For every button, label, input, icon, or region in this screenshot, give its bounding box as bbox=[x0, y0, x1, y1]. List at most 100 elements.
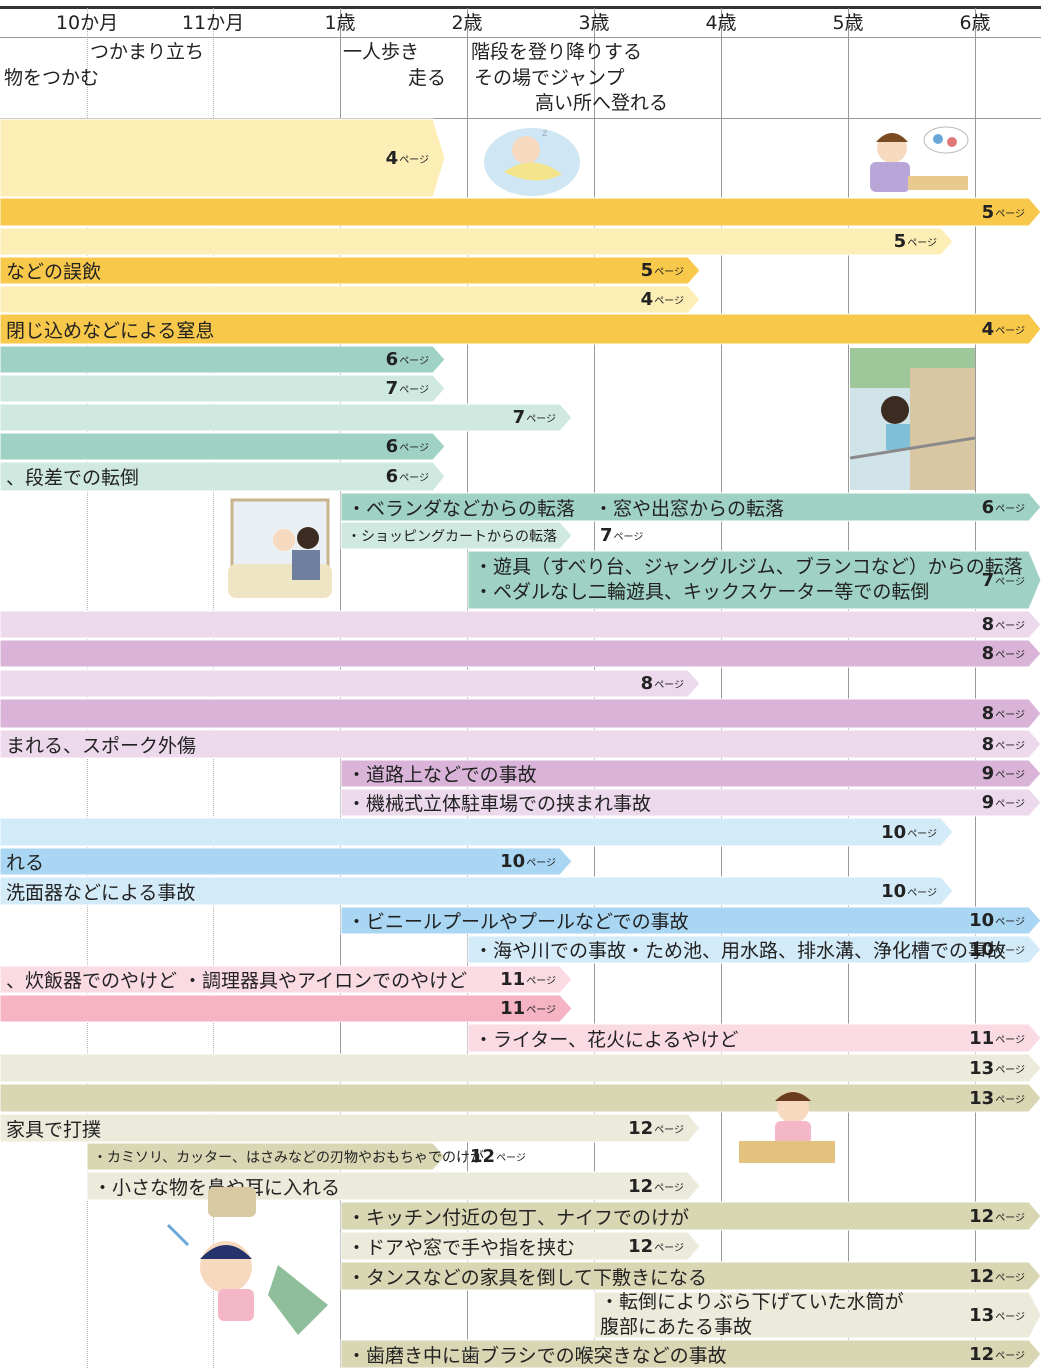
page-number: 8 bbox=[981, 614, 995, 635]
milestone-text: その場でジャンプ bbox=[474, 67, 625, 89]
page-unit: ページ bbox=[526, 976, 556, 987]
page-number: 5 bbox=[981, 201, 995, 223]
page-unit: ページ bbox=[995, 1034, 1025, 1046]
grid-line-6y bbox=[975, 8, 976, 1368]
page-number: 9 bbox=[981, 792, 995, 813]
bar-arrow-shape bbox=[0, 876, 954, 906]
page-unit: ページ bbox=[613, 532, 644, 543]
page-number: 6 bbox=[385, 436, 399, 457]
page-unit: ページ bbox=[399, 443, 429, 454]
page-number: 8 bbox=[640, 673, 654, 694]
bar-label: ・海や川での事故・ため池、用水路、排水溝、浄化槽での事故 bbox=[474, 940, 1007, 962]
page-unit: ページ bbox=[995, 1094, 1025, 1106]
bar-arrow-shape bbox=[0, 285, 701, 314]
bar-arrow-shape bbox=[0, 639, 1041, 668]
bar-arrow-shape bbox=[467, 935, 1041, 964]
page-unit: ページ bbox=[654, 1182, 684, 1194]
age-label: 2歳 bbox=[451, 12, 483, 34]
page-number: 4 bbox=[385, 147, 399, 169]
bar-label: ・ライター、花火によるやけど bbox=[474, 1028, 739, 1051]
page-number: 8 bbox=[981, 703, 995, 724]
age-label: 4歳 bbox=[705, 12, 737, 34]
bar-arrow-shape bbox=[0, 313, 1041, 345]
page-number: 10 bbox=[881, 821, 907, 843]
age-label: 1歳 bbox=[324, 12, 356, 34]
page-number: 12 bbox=[969, 1265, 995, 1287]
page-unit: ページ bbox=[907, 887, 937, 899]
page-unit: ページ bbox=[995, 1350, 1025, 1362]
page-unit: ページ bbox=[995, 710, 1025, 721]
window-family-illustration bbox=[228, 498, 332, 598]
page-unit: ページ bbox=[995, 799, 1025, 810]
child-at-table-illustration bbox=[870, 126, 969, 192]
page-number: 10 bbox=[969, 939, 995, 960]
bar-arrow-shape bbox=[0, 729, 1041, 759]
page-unit: ページ bbox=[399, 385, 429, 396]
page-unit: ページ bbox=[907, 238, 937, 249]
bar-arrow-shape bbox=[0, 374, 446, 403]
bar-label: ・ビニールプールやプールなどでの事故 bbox=[347, 911, 689, 933]
page-number: 5 bbox=[893, 231, 907, 252]
bar-arrow-shape bbox=[0, 1113, 701, 1143]
page-number: 4 bbox=[640, 289, 654, 310]
page-unit: ページ bbox=[995, 1272, 1025, 1284]
header-rule bbox=[0, 6, 1041, 9]
page-number: 4 bbox=[981, 318, 995, 340]
milestone-text: 階段を登り降りする bbox=[471, 41, 643, 63]
bar-label: れる bbox=[6, 852, 45, 874]
bar-label: ・転倒によりぶら下げていた水筒が腹部にあたる事故 bbox=[600, 1291, 904, 1338]
bar-label: ・道路上などでの事故 bbox=[347, 764, 537, 786]
bar-arrow-shape bbox=[0, 403, 573, 432]
page-number: 12 bbox=[470, 1146, 496, 1167]
child-playing-illustration bbox=[739, 1091, 835, 1163]
bar-arrow-shape bbox=[467, 550, 1041, 610]
milestone-text: 一人歩き bbox=[343, 41, 420, 63]
grid-line-4y bbox=[721, 8, 722, 1368]
bar-arrow-shape bbox=[340, 759, 1041, 788]
page-unit: ページ bbox=[654, 296, 684, 307]
page-number: 12 bbox=[969, 1343, 995, 1365]
page-number: 7 bbox=[600, 525, 613, 546]
bar-arrow-shape bbox=[0, 197, 1041, 227]
bar-label-line: 腹部にあたる事故 bbox=[600, 1316, 753, 1338]
bar-label: 家具で打撲 bbox=[6, 1118, 102, 1141]
page-unit: ページ bbox=[654, 267, 684, 278]
bar-label: などの誤飲 bbox=[6, 261, 102, 283]
bar-arrow-shape bbox=[340, 1261, 1041, 1291]
bar-arrow-shape bbox=[340, 906, 1041, 935]
bar-arrow-shape bbox=[340, 1201, 1041, 1231]
page-unit: ページ bbox=[995, 325, 1025, 337]
bar-label: 、段差での転倒 bbox=[6, 467, 140, 489]
page-unit: ページ bbox=[995, 770, 1025, 781]
bar-arrow-shape bbox=[0, 1083, 1041, 1113]
page-number: 12 bbox=[628, 1235, 654, 1257]
bar-label: ・ベランダなどからの転落 ・窓や出窓からの転落 bbox=[347, 497, 785, 520]
page-number: 7 bbox=[385, 378, 399, 399]
page-unit: ページ bbox=[399, 154, 429, 166]
page-number: 13 bbox=[969, 1057, 995, 1079]
